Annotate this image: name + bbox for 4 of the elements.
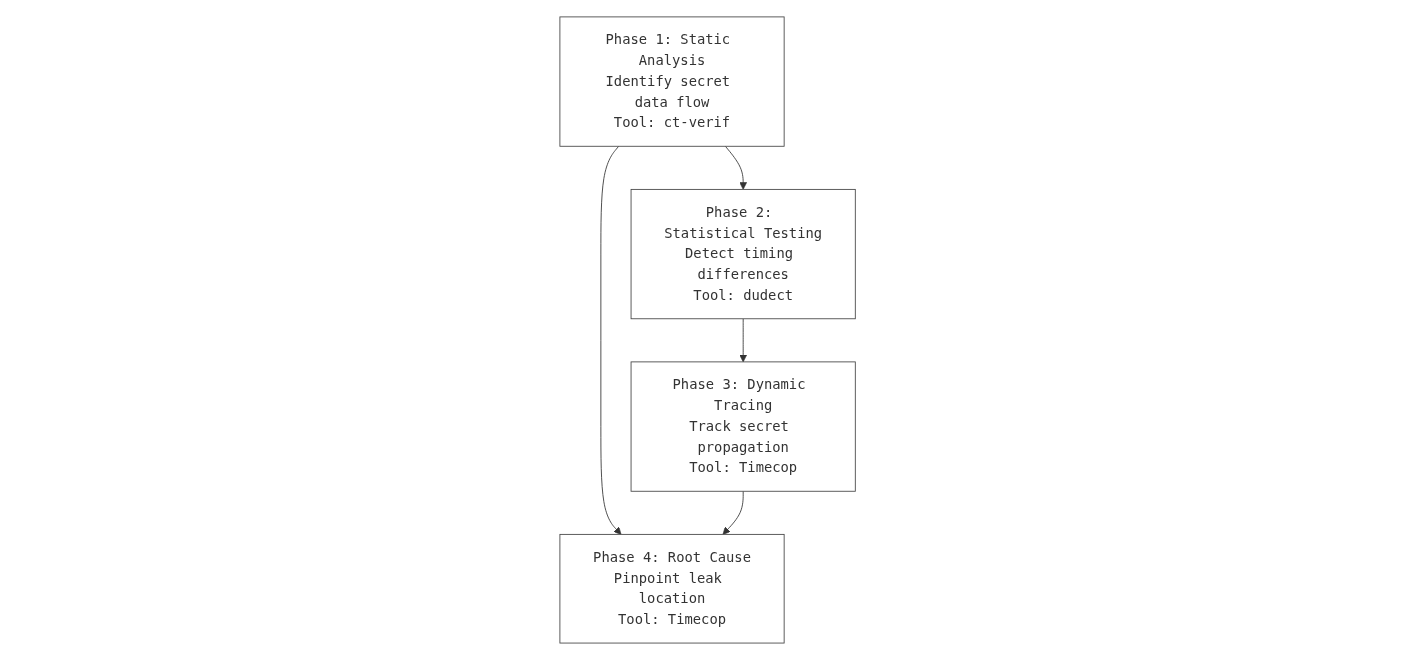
node-box: Phase 1: Static Analysis Identify secret data flow Tool: ct-verif: [559, 16, 785, 147]
node-box: Phase 4: Root Cause Pinpoint leak location Tool: Timecop: [559, 533, 785, 643]
node-box: Phase 2: Statistical Testing Detect timing differences Tool: dudect: [631, 188, 857, 319]
node-box: Phase 3: Dynamic Tracing Track secret propagation Tool: Timecop: [631, 360, 857, 492]
